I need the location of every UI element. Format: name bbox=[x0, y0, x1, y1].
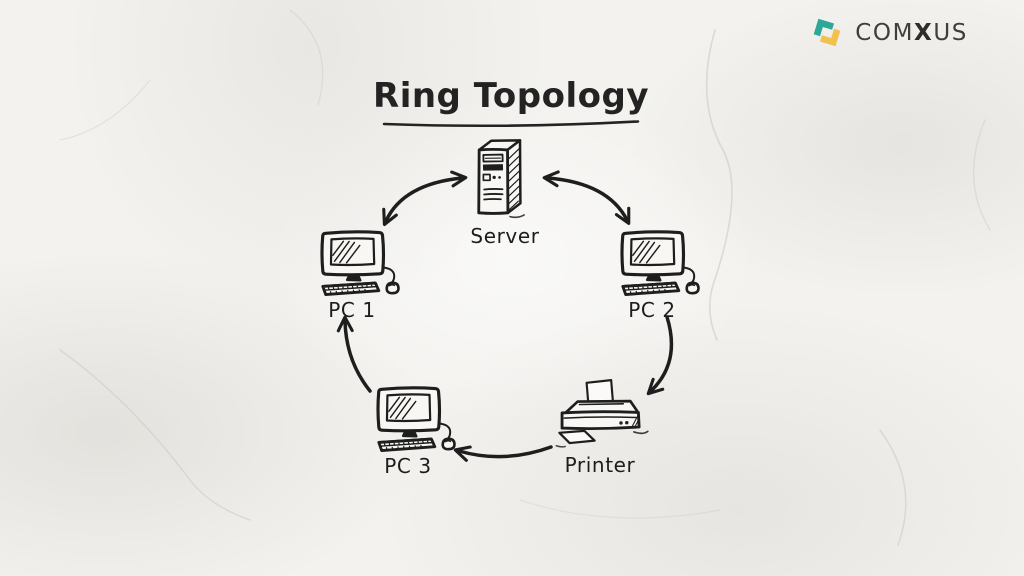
arrow-server-pc2 bbox=[542, 170, 631, 225]
brand-name: COMXUS bbox=[855, 20, 968, 46]
node-label-pc2: PC 2 bbox=[628, 298, 676, 322]
node-label-pc1: PC 1 bbox=[328, 298, 376, 322]
server-tower-icon bbox=[477, 139, 525, 219]
diagram-title-block: Ring Topology bbox=[373, 76, 649, 130]
node-server: Server bbox=[470, 136, 540, 248]
brand-logo: COMXUS bbox=[809, 13, 968, 52]
logo-chevron-yellow bbox=[820, 28, 841, 47]
brand-name-pre: COM bbox=[855, 19, 915, 46]
node-pc2: PC 2 bbox=[619, 228, 707, 322]
node-pc3: PC 3 bbox=[375, 384, 463, 478]
logo-chevron-teal bbox=[813, 18, 835, 37]
arrow-printer-pc3 bbox=[453, 445, 553, 462]
arrow-pc2-printer bbox=[646, 315, 674, 396]
interlocked-chevrons-logo-icon bbox=[813, 18, 841, 47]
title-underline bbox=[382, 120, 640, 128]
desktop-computer-icon bbox=[376, 386, 456, 452]
node-printer: Printer bbox=[550, 377, 650, 477]
arrow-pc1-server bbox=[382, 170, 468, 227]
node-pc1: PC 1 bbox=[319, 228, 407, 322]
brand-name-post: US bbox=[933, 19, 968, 46]
node-label-printer: Printer bbox=[564, 453, 636, 477]
page-title: Ring Topology bbox=[373, 76, 649, 116]
desktop-computer-icon bbox=[320, 230, 400, 296]
node-label-server: Server bbox=[470, 224, 540, 248]
brand-name-bold: X bbox=[914, 19, 934, 46]
printer-icon bbox=[555, 379, 649, 448]
node-label-pc3: PC 3 bbox=[384, 454, 432, 478]
desktop-computer-icon bbox=[620, 230, 700, 296]
arrow-pc3-pc1 bbox=[336, 315, 372, 393]
